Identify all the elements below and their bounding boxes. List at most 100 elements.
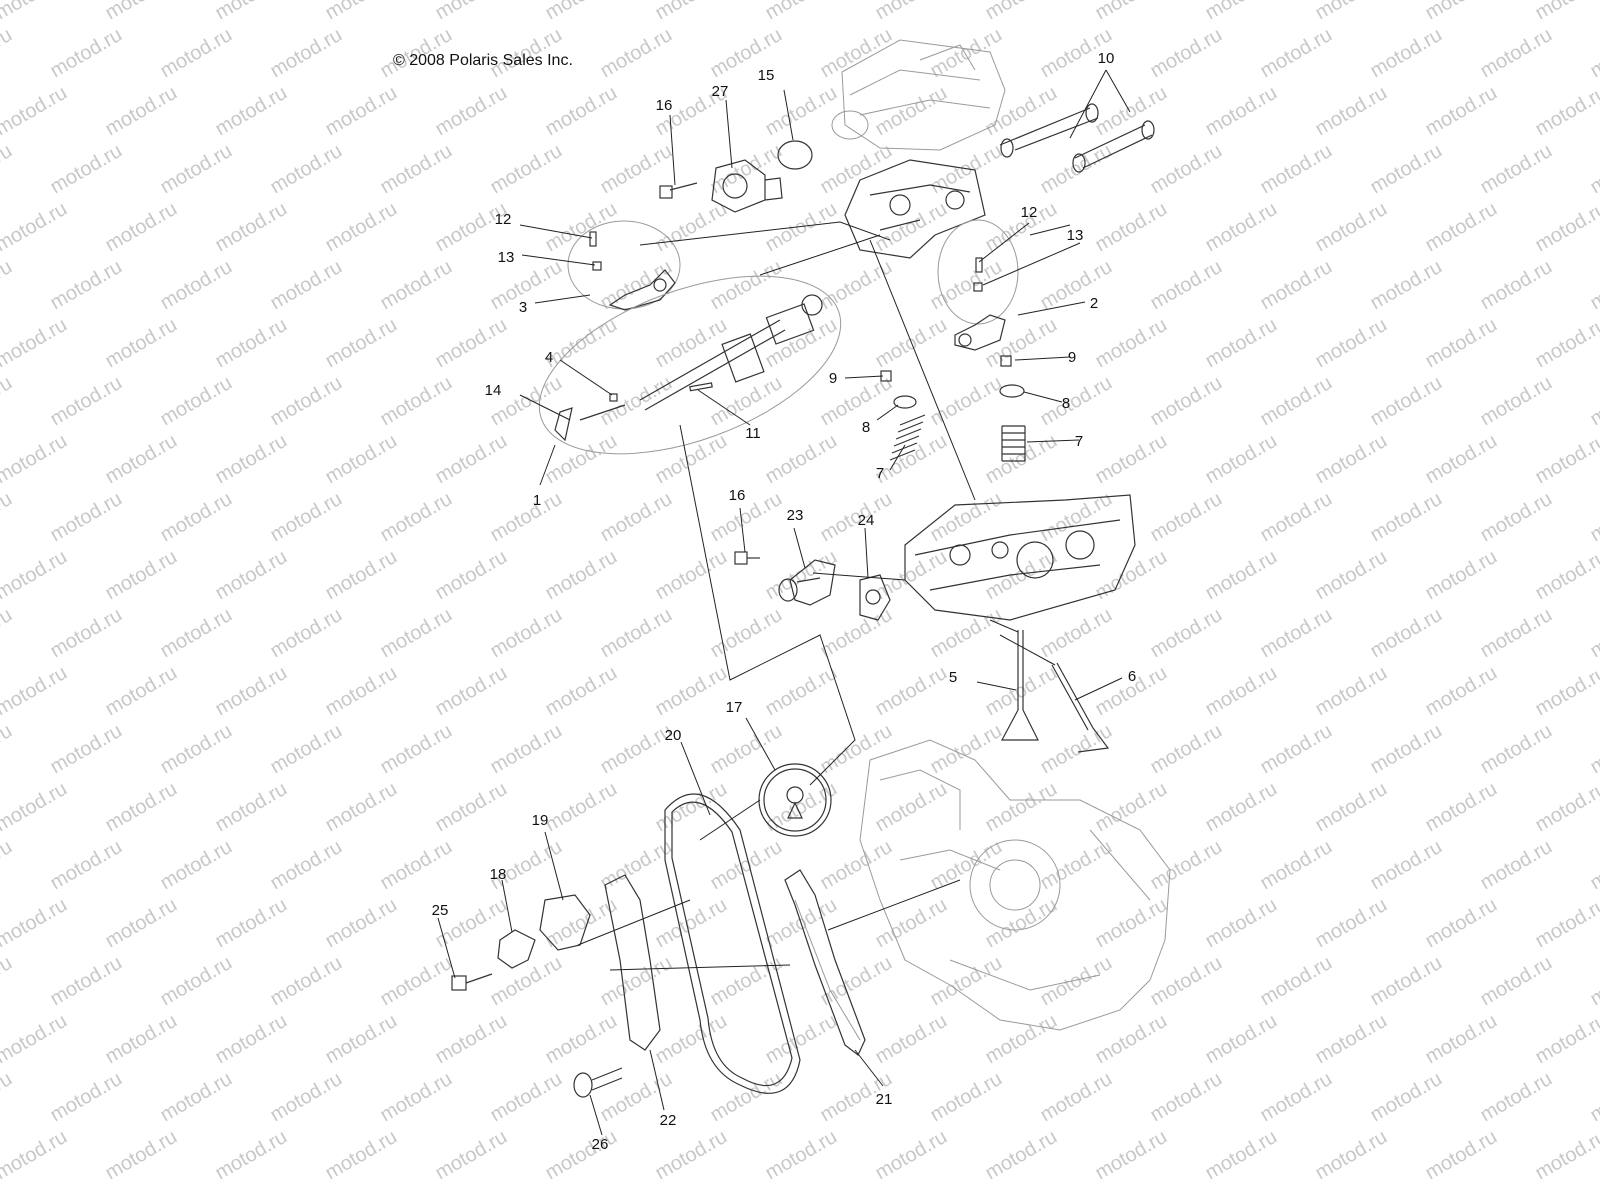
- watermark-text: motod.ru: [1037, 836, 1116, 895]
- watermark-text: motod.ru: [1257, 952, 1336, 1011]
- callout-10: 10: [1098, 50, 1115, 67]
- callout-2: 2: [1090, 295, 1098, 312]
- watermark-text: motod.ru: [157, 372, 236, 431]
- watermark-text: motod.ru: [542, 1126, 621, 1185]
- callout-16-top: 16: [656, 97, 673, 114]
- watermark-text: motod.ru: [432, 0, 511, 24]
- watermark-text: motod.ru: [1092, 1126, 1171, 1185]
- watermark-text: motod.ru: [432, 1126, 511, 1185]
- watermark-text: motod.ru: [1477, 720, 1556, 779]
- watermark-text: motod.ru: [1312, 1126, 1391, 1185]
- watermark-text: motod.ru: [432, 314, 511, 373]
- callout-6: 6: [1128, 668, 1136, 685]
- watermark-text: motod.ru: [707, 720, 786, 779]
- watermark-text: motod.ru: [0, 894, 71, 953]
- valve-keepers-right: [999, 355, 1026, 462]
- watermark-text: motod.ru: [1532, 82, 1600, 141]
- watermark-text: motod.ru: [1037, 372, 1116, 431]
- watermark-text: motod.ru: [0, 198, 71, 257]
- watermark-text: motod.ru: [927, 1068, 1006, 1127]
- cam-end-housing: [711, 159, 783, 213]
- watermark-text: motod.ru: [762, 314, 841, 373]
- watermark-text: motod.ru: [267, 24, 346, 83]
- watermark-text: motod.ru: [762, 430, 841, 489]
- watermark-text: motod.ru: [432, 1010, 511, 1069]
- callout-18: 18: [490, 866, 507, 883]
- watermark-text: motod.ru: [817, 488, 896, 547]
- watermark-text: motod.ru: [652, 0, 731, 24]
- chain-guide-left: [604, 874, 661, 1051]
- watermark-text: motod.ru: [762, 1126, 841, 1185]
- camshaft-assembly: [538, 275, 842, 455]
- watermark-text: motod.ru: [1422, 198, 1501, 257]
- watermark-text: motod.ru: [1202, 198, 1281, 257]
- watermark-text: motod.ru: [1367, 952, 1446, 1011]
- watermark-text: motod.ru: [927, 952, 1006, 1011]
- watermark-text: motod.ru: [0, 1126, 71, 1185]
- valve-cover-ghost: [831, 39, 1006, 151]
- watermark-text: motod.ru: [487, 488, 566, 547]
- watermark-text: motod.ru: [542, 0, 621, 24]
- callout-3: 3: [519, 299, 527, 316]
- watermark-text: motod.ru: [982, 778, 1061, 837]
- watermark-text: motod.ru: [267, 836, 346, 895]
- watermark-text: motod.ru: [762, 662, 841, 721]
- callout-8-left: 8: [862, 419, 870, 436]
- watermark-text: motod.ru: [102, 546, 181, 605]
- watermark-text: motod.ru: [1312, 546, 1391, 605]
- watermark-text: motod.ru: [102, 198, 181, 257]
- rocker-arm-right: [937, 219, 1019, 351]
- watermark-text: motod.ru: [542, 662, 621, 721]
- watermark-text: motod.ru: [817, 256, 896, 315]
- watermark-text: motod.ru: [267, 488, 346, 547]
- watermark-text: motod.ru: [157, 952, 236, 1011]
- watermark-text: motod.ru: [1367, 24, 1446, 83]
- watermark-text: motod.ru: [322, 1126, 401, 1185]
- watermark-text: motod.ru: [377, 488, 456, 547]
- watermark-text: motod.ru: [1257, 256, 1336, 315]
- watermark-text: motod.ru: [1092, 198, 1171, 257]
- watermark-text: motod.ru: [157, 720, 236, 779]
- watermark-text: motod.ru: [542, 82, 621, 141]
- watermark-text: motod.ru: [542, 198, 621, 257]
- watermark-text: motod.ru: [1587, 256, 1600, 315]
- watermark-text: motod.ru: [1587, 488, 1600, 547]
- watermark-text: motod.ru: [47, 836, 126, 895]
- watermark-text: motod.ru: [267, 952, 346, 1011]
- watermark-text: motod.ru: [1147, 488, 1226, 547]
- watermark-text: motod.ru: [102, 1010, 181, 1069]
- watermark-text: motod.ru: [0, 314, 71, 373]
- watermark-text: motod.ru: [157, 24, 236, 83]
- watermark-text: motod.ru: [267, 372, 346, 431]
- watermark-text: motod.ru: [1202, 662, 1281, 721]
- watermark-text: motod.ru: [982, 662, 1061, 721]
- watermark-text: motod.ru: [1477, 952, 1556, 1011]
- watermark-text: motod.ru: [487, 604, 566, 663]
- watermark-text: motod.ru: [1422, 778, 1501, 837]
- watermark-text: motod.ru: [322, 198, 401, 257]
- watermark-text: motod.ru: [102, 430, 181, 489]
- watermark-text: motod.ru: [47, 256, 126, 315]
- watermark-text: motod.ru: [212, 430, 291, 489]
- watermark-text: motod.ru: [1257, 372, 1336, 431]
- watermark-text: motod.ru: [927, 604, 1006, 663]
- watermark-text: motod.ru: [1257, 488, 1336, 547]
- watermark-text: motod.ru: [377, 140, 456, 199]
- watermark-text: motod.ru: [1257, 24, 1336, 83]
- watermark-text: motod.ru: [102, 662, 181, 721]
- watermark-text: motod.ru: [212, 198, 291, 257]
- watermark-text: motod.ru: [157, 256, 236, 315]
- watermark-text: motod.ru: [1422, 1126, 1501, 1185]
- watermark-text: motod.ru: [1092, 430, 1171, 489]
- watermark-text: motod.ru: [1477, 372, 1556, 431]
- watermark-text: motod.ru: [1092, 778, 1171, 837]
- callout-15: 15: [758, 67, 775, 84]
- watermark-text: motod.ru: [1147, 836, 1226, 895]
- watermark-text: motod.ru: [322, 1010, 401, 1069]
- watermark-text: motod.ru: [1147, 720, 1226, 779]
- watermark-text: motod.ru: [1202, 778, 1281, 837]
- watermark-text: motod.ru: [1312, 82, 1391, 141]
- watermark-text: motod.ru: [1532, 430, 1600, 489]
- watermark-text: motod.ru: [1532, 894, 1600, 953]
